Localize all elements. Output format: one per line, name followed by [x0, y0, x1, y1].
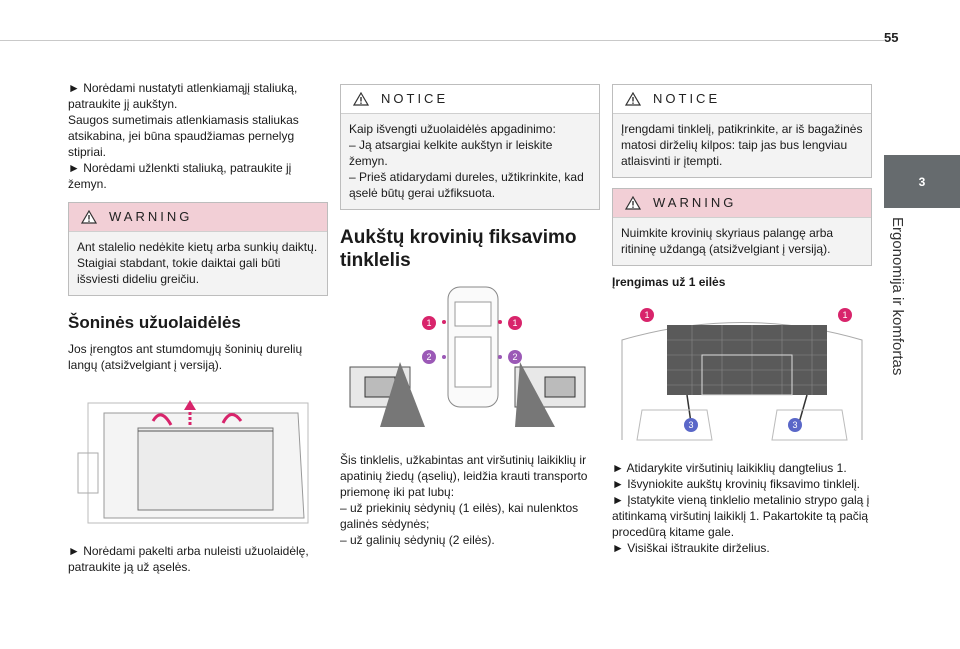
chapter-title-text: Ergonomija ir komfortas: [889, 217, 906, 376]
callout-marker-3: 3: [788, 418, 802, 432]
callout-marker-2: 2: [422, 350, 436, 364]
section-heading: Aukštų krovinių fiksavimo tinklelis: [340, 227, 577, 271]
warning-header: WARNING: [69, 203, 327, 232]
body-line: Šis tinklelis, užkabintas ant viršutinių…: [340, 453, 588, 499]
notice-header: NOTICE: [341, 85, 599, 114]
notice-text: Įrengdami tinklelį, patikrinkite, ar iš …: [621, 122, 863, 168]
chapter-tab[interactable]: 3: [884, 155, 960, 208]
body-line: – už priekinių sėdynių (1 eilės), kai nu…: [340, 501, 579, 531]
section-heading: Šoninės užuolaidėlės: [68, 313, 241, 332]
callout-marker-1: 1: [838, 308, 852, 322]
step-line: ► Atidarykite viršutinių laikiklių dangt…: [612, 461, 847, 475]
callout-marker-2: 2: [508, 350, 522, 364]
callout-marker-1: 1: [640, 308, 654, 322]
warning-title: WARNING: [653, 195, 737, 210]
warning-title: WARNING: [109, 209, 193, 224]
callout-marker-3: 3: [684, 418, 698, 432]
notice-line: – Ją atsargiai kelkite aukštyn ir leiski…: [349, 138, 553, 168]
notice-triangle-icon: [625, 92, 641, 106]
step-line: ► Įstatykite vieną tinklelio metalinio s…: [612, 493, 870, 539]
column-2: NOTICE Kaip išvengti užuolaidėlės apgadi…: [340, 80, 600, 548]
header-rule: [0, 40, 884, 41]
section-text: Jos įrengtos ant stumdomųjų šoninių dure…: [68, 342, 303, 372]
callout-marker-1: 1: [422, 316, 436, 330]
warning-box: WARNING Nuimkite krovinių skyriaus palan…: [612, 188, 872, 266]
figure-caption: ► Norėdami pakelti arba nuleisti užuolai…: [68, 544, 309, 574]
notice-box: NOTICE Kaip išvengti užuolaidėlės apgadi…: [340, 84, 600, 210]
chapter-title: Ergonomija ir komfortas: [882, 205, 914, 405]
warning-triangle-icon: [625, 196, 641, 210]
column-3: NOTICE Įrengdami tinklelį, patikrinkite,…: [612, 80, 872, 556]
warning-text: Nuimkite krovinių skyriaus palangę arba …: [621, 226, 834, 256]
step-line: ► Visiškai ištraukite dirželius.: [612, 541, 770, 555]
notice-text: Kaip išvengti užuolaidėlės apgadinimo: –…: [341, 114, 599, 209]
step-line: ► Išvyniokite aukštų krovinių fiksavimo …: [612, 477, 860, 491]
net-installed-illustration: 1 1 3 3: [612, 300, 872, 450]
intro-line: ► Norėdami užlenkti staliuką, patraukite…: [68, 161, 292, 191]
intro-line: Saugos sumetimais atlenkiamasis staliuka…: [68, 113, 299, 159]
curtain-illustration: [68, 383, 328, 533]
callout-marker-1: 1: [508, 316, 522, 330]
page-number: 55: [884, 30, 899, 45]
subsection-heading: Įrengimas už 1 eilės: [612, 275, 726, 289]
warning-box: WARNING Ant stalelio nedėkite kietų arba…: [68, 202, 328, 296]
notice-title: NOTICE: [653, 91, 721, 106]
body-line: – už galinių sėdynių (2 eilės).: [340, 533, 495, 547]
warning-header: WARNING: [613, 189, 871, 218]
intro-line: ► Norėdami nustatyti atlenkiamąjį staliu…: [68, 81, 298, 111]
notice-box: NOTICE Įrengdami tinklelį, patikrinkite,…: [612, 84, 872, 178]
notice-line: Kaip išvengti užuolaidėlės apgadinimo:: [349, 122, 556, 136]
net-mount-illustration: 1 1 2 2: [340, 282, 600, 442]
notice-triangle-icon: [353, 92, 369, 106]
warning-triangle-icon: [81, 210, 97, 224]
warning-text: Ant stalelio nedėkite kietų arba sunkių …: [77, 240, 318, 286]
column-1: ► Norėdami nustatyti atlenkiamąjį staliu…: [68, 80, 328, 575]
notice-line: – Prieš atidarydami dureles, užtikrinkit…: [349, 170, 584, 200]
notice-header: NOTICE: [613, 85, 871, 114]
notice-title: NOTICE: [381, 91, 449, 106]
